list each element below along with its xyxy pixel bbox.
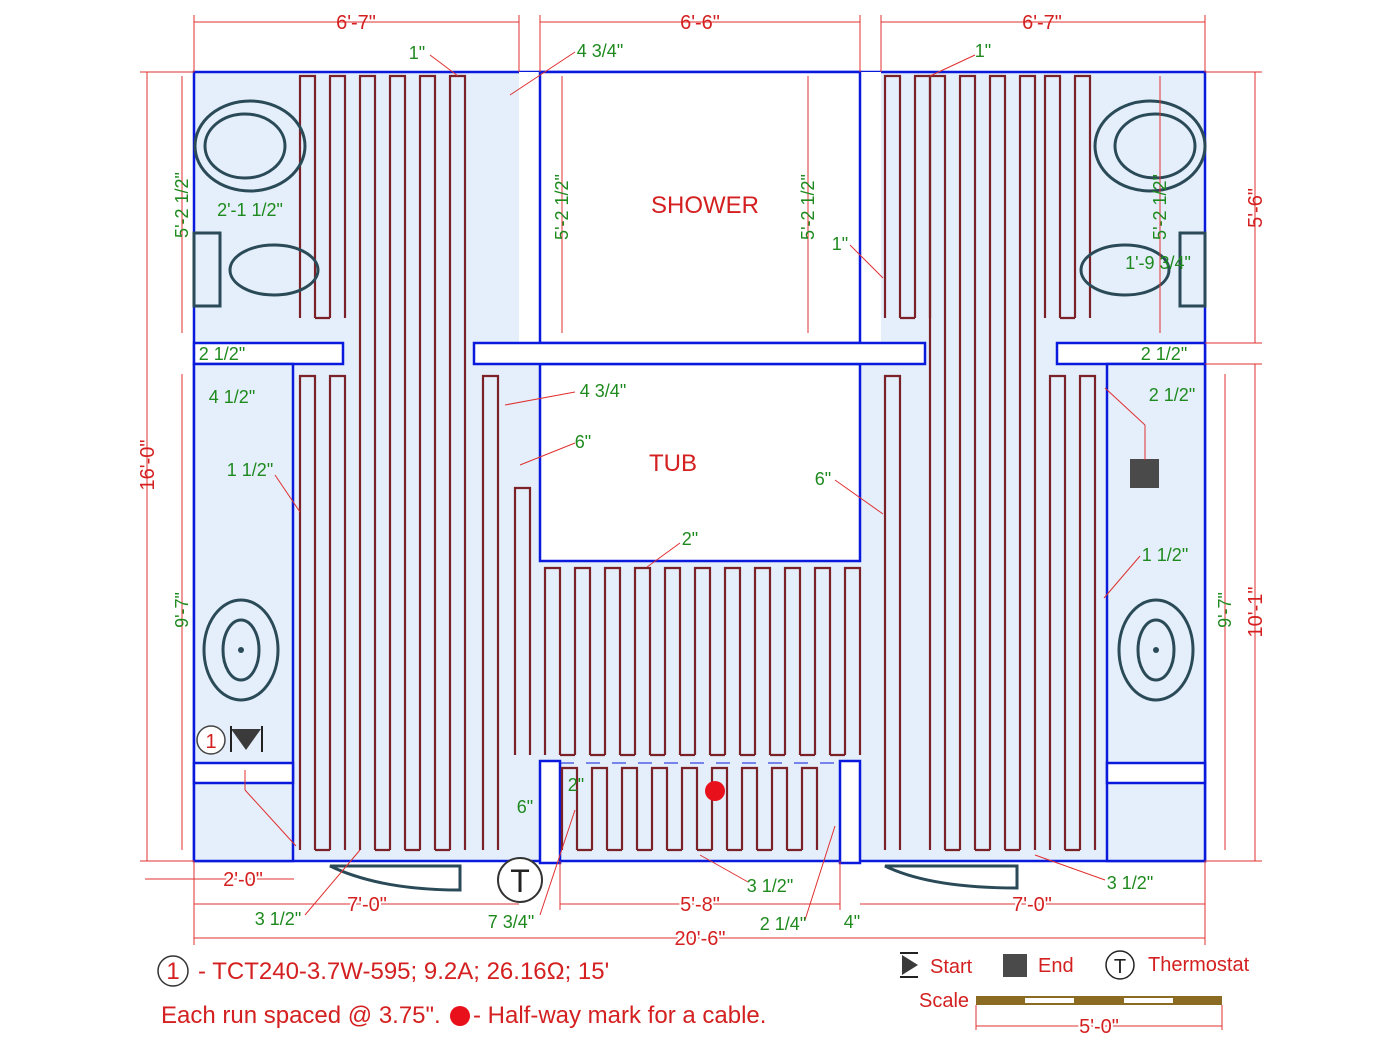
partition-bar [472, 341, 927, 366]
cable-run [928, 74, 1037, 852]
dim-label: 1'-9 3/4" [1125, 253, 1191, 273]
legend-cable-number: 1 [166, 958, 179, 985]
shower-area [538, 70, 862, 345]
dim-label: 4 3/4" [580, 381, 626, 401]
thermostat-icon [1105, 950, 1135, 980]
legend-scale: Scale [919, 990, 969, 1012]
dim-left-total: 16'-0" [137, 440, 159, 491]
legend-halfway-note: - Half-way mark for a cable. [473, 1002, 766, 1029]
legend-scale-length: 5'-0" [1079, 1016, 1119, 1038]
dim-label: 4 1/2" [209, 387, 255, 407]
dim-label: 5'-2 1/2" [552, 174, 572, 240]
legend-thermostat-symbol: T [1114, 956, 1126, 978]
dim-label: 4 3/4" [577, 41, 623, 61]
dim-label: 3 1/2" [747, 876, 793, 896]
dim-label: 3 1/2" [1107, 873, 1153, 893]
cable-run [560, 766, 819, 852]
left-vanity-panel [192, 362, 295, 863]
end-icon [1003, 954, 1027, 977]
left-step [192, 761, 295, 785]
shower-label: SHOWER [651, 192, 759, 219]
basin-right [1117, 598, 1195, 702]
dim-label: 5'-2 1/2" [798, 174, 818, 240]
right-vanity-panel [1105, 362, 1207, 863]
legend-cable-spec: - TCT240-3.7W-595; 9.2A; 26.16Ω; 15' [198, 958, 609, 985]
wall-gap [519, 72, 540, 343]
dim-label: 5'-2 1/2" [1150, 174, 1170, 240]
sink-right [1079, 231, 1207, 308]
cable-run [1043, 74, 1092, 320]
halfway-mark-icon [450, 1006, 470, 1026]
dim-label: 5'-2 1/2" [172, 172, 192, 238]
dim-label: 4" [844, 912, 860, 932]
sink-left [192, 231, 320, 308]
dim-label: 2 1/2" [1149, 385, 1195, 405]
toilet-left [193, 99, 307, 193]
door-right [884, 864, 1019, 890]
dim-label: 9'-7" [172, 592, 192, 628]
bottom-notch-left [538, 759, 562, 865]
cable-run [298, 374, 347, 852]
dim-bottom-2-0: 2'-0" [223, 869, 263, 891]
dim-top-left: 6'-7" [336, 12, 376, 34]
cable-number-icon [157, 955, 189, 987]
dimension-lines [140, 15, 1262, 945]
tub-label: TUB [649, 450, 697, 477]
cable-end-icon [1130, 459, 1159, 488]
dim-label: 3 1/2" [255, 909, 301, 929]
dim-label: 1 1/2" [227, 460, 273, 480]
thermostat-icon [497, 857, 543, 903]
dim-label: 1 1/2" [1142, 545, 1188, 565]
cable-run [513, 486, 532, 755]
dim-right-lower: 10'-1" [1245, 587, 1267, 638]
door-left [329, 864, 462, 892]
cable-run [358, 74, 467, 852]
legend: 1 - TCT240-3.7W-595; 9.2A; 26.16Ω; 15' E… [157, 950, 1250, 1040]
basin-left [202, 598, 280, 702]
dim-label: 9'-7" [1215, 592, 1235, 628]
dim-label: 2 1/2" [1141, 344, 1187, 364]
cable-start-icon [231, 729, 261, 750]
legend-end: End [1038, 955, 1074, 977]
dim-label: 2'-1 1/2" [217, 200, 283, 220]
cable-run [481, 374, 500, 850]
dim-right-upper: 5'-6" [1245, 188, 1267, 228]
cable-number-icon [196, 725, 226, 755]
dim-bottom-mid: 5'-8" [680, 894, 720, 916]
start-icon [902, 955, 918, 975]
cable-number: 1 [205, 731, 216, 753]
legend-spacing-note: Each run spaced @ 3.75". [161, 1002, 441, 1029]
scale-bar [975, 996, 1223, 1030]
cable-run [543, 566, 862, 757]
dim-top-right: 6'-7" [1022, 12, 1062, 34]
cable-run [1048, 374, 1097, 852]
right-step [1105, 761, 1207, 785]
dim-label: 6" [517, 797, 533, 817]
dim-bottom-right: 7'-0" [1012, 894, 1052, 916]
dim-bottom-left: 7'-0" [347, 894, 387, 916]
dim-label: 1" [975, 41, 991, 61]
legend-thermostat: Thermostat [1148, 954, 1250, 976]
dim-label: 2 1/2" [199, 344, 245, 364]
legend-start: Start [930, 956, 973, 978]
wall-gap [860, 72, 881, 343]
toilet-right [1093, 99, 1207, 193]
dim-label: 2" [682, 529, 698, 549]
dim-label: 1" [409, 43, 425, 63]
heating-cable [298, 74, 1097, 852]
dim-label: 6" [815, 469, 831, 489]
halfway-mark-icon [705, 781, 725, 801]
dim-bottom-total: 20'-6" [675, 928, 726, 950]
bottom-notch-right [838, 759, 862, 865]
cable-run [883, 374, 902, 850]
dim-top-mid: 6'-6" [680, 12, 720, 34]
dim-label: 7 3/4" [488, 912, 534, 932]
green-dims: 1" 4 3/4" 1" 5'-2 1/2" 2'-1 1/2" 5'-2 1/… [172, 41, 1235, 934]
cable-run [298, 74, 347, 320]
dim-label: 6" [575, 432, 591, 452]
dim-label: 2" [568, 775, 584, 795]
dim-label: 2 1/4" [760, 914, 806, 934]
dim-label: 1" [832, 234, 848, 254]
thermostat-label: T [510, 863, 530, 899]
